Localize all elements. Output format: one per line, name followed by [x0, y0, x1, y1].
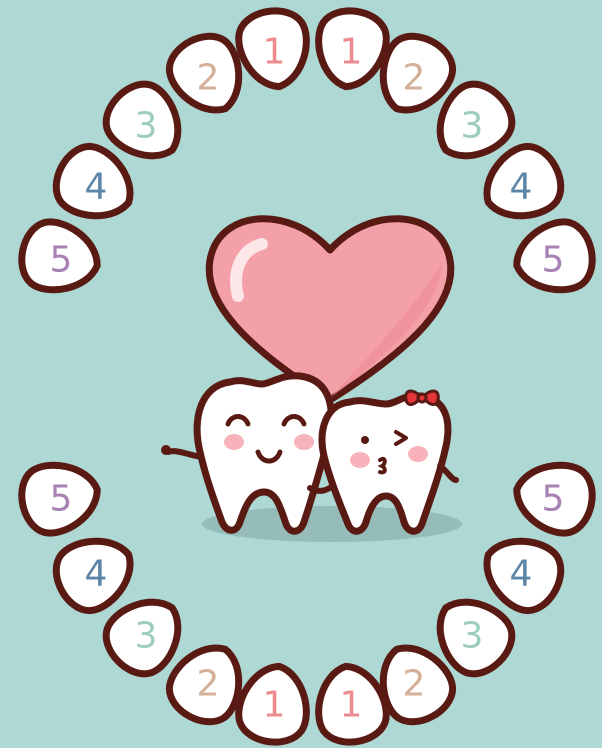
tooth-number: 3: [461, 616, 484, 657]
bow-icon: [406, 391, 439, 404]
upper-right-tooth-1: 1: [312, 7, 389, 92]
lower-right-tooth-5: 5: [510, 456, 598, 538]
center-illustration: [161, 219, 462, 542]
upper-left-tooth-1: 1: [235, 7, 312, 92]
tooth-number: 1: [340, 685, 363, 726]
tooth-number: 4: [85, 167, 108, 208]
upper-right-tooth-5: 5: [510, 217, 598, 299]
upper-left-tooth-5: 5: [16, 217, 104, 299]
tooth-number: 3: [461, 106, 484, 147]
tooth-number: 2: [197, 58, 220, 99]
tooth-number: 1: [263, 685, 286, 726]
tooth-number: 2: [197, 664, 220, 705]
tooth-number: 1: [263, 32, 286, 73]
tooth-number: 3: [135, 106, 158, 147]
heart-icon: [209, 219, 451, 400]
tooth-number: 1: [340, 32, 363, 73]
tooth-boy-character: [161, 376, 336, 532]
tooth-number: 5: [50, 479, 73, 520]
lower-left-tooth-1: 1: [235, 662, 312, 747]
lower-left-tooth-5: 5: [16, 456, 104, 538]
tooth-number: 5: [50, 240, 73, 281]
tooth-number: 5: [542, 479, 565, 520]
tooth-number: 4: [85, 554, 108, 595]
lower-right-tooth-1: 1: [312, 662, 389, 747]
tooth-number: 4: [510, 554, 533, 595]
tooth-number: 2: [403, 58, 426, 99]
tooth-number: 4: [510, 167, 533, 208]
tooth-number: 5: [542, 240, 565, 281]
tooth-number: 2: [403, 664, 426, 705]
tooth-number: 3: [135, 616, 158, 657]
